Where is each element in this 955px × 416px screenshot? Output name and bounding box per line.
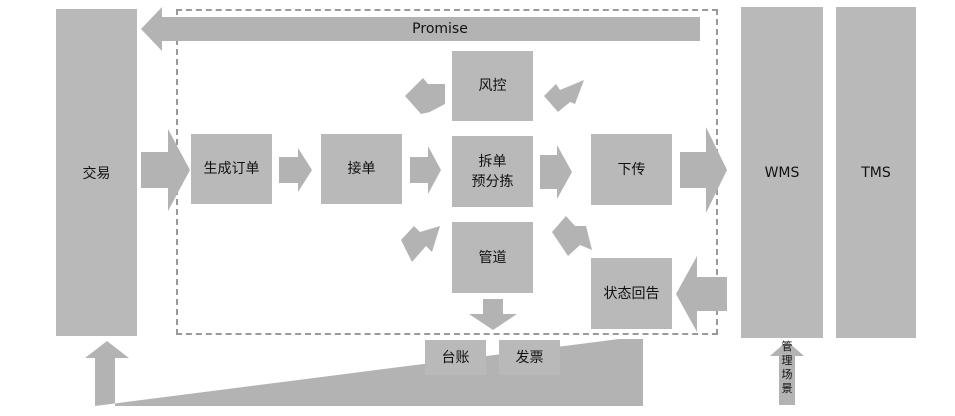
promise-label: Promise (412, 21, 468, 37)
pipeline-label: 管道 (478, 249, 507, 266)
dispatch-label: 下传 (617, 161, 646, 178)
generate-order-box: 生成订单 (191, 134, 272, 204)
trade-label: 交易 (82, 165, 111, 182)
dispatch-to-wms-arrow (680, 127, 727, 213)
presort-label: 预分拣 (471, 173, 514, 190)
tms-label: TMS (861, 164, 891, 181)
ledger-label: 台账 (441, 349, 470, 366)
diag-arrow-pipeline-in (401, 226, 440, 262)
promise-arrow (141, 7, 700, 51)
trade-to-order-arrow (141, 129, 190, 211)
scene-up-arrow (770, 341, 804, 405)
split-presort-box: 拆单 预分拣 (452, 136, 533, 207)
risk-control-label: 风控 (478, 78, 507, 94)
invoice-box: 发票 (499, 340, 560, 375)
risk-control-box: 风控 (452, 51, 533, 121)
trade-column: 交易 (56, 9, 137, 336)
tms-column: TMS (836, 7, 916, 338)
diag-arrow-status-in (552, 216, 592, 256)
status-feedback-label: 状态回告 (603, 285, 660, 302)
wms-column: WMS (741, 7, 823, 338)
ledger-box: 台账 (425, 340, 486, 375)
pipeline-down-arrow (469, 299, 517, 330)
accept-order-label: 接单 (347, 161, 376, 177)
dispatch-box: 下传 (591, 134, 672, 205)
order-to-accept-arrow (279, 148, 312, 192)
invoice-label: 发票 (515, 349, 544, 366)
promise-label-box: Promise (380, 17, 500, 41)
diag-arrow-risk-out (544, 80, 584, 112)
accept-to-split-arrow (410, 146, 441, 194)
generate-order-label: 生成订单 (203, 161, 260, 177)
accept-order-box: 接单 (321, 134, 402, 204)
pipeline-box: 管道 (452, 222, 533, 293)
wms-label: WMS (764, 164, 800, 181)
management-scene-label: 管理场景 (781, 340, 793, 395)
split-to-dispatch-arrow (540, 145, 572, 199)
status-feedback-box: 状态回告 (591, 258, 672, 329)
wms-to-status-arrow (676, 256, 727, 332)
diag-arrow-risk-in (405, 78, 445, 114)
split-label: 拆单 (478, 153, 507, 170)
